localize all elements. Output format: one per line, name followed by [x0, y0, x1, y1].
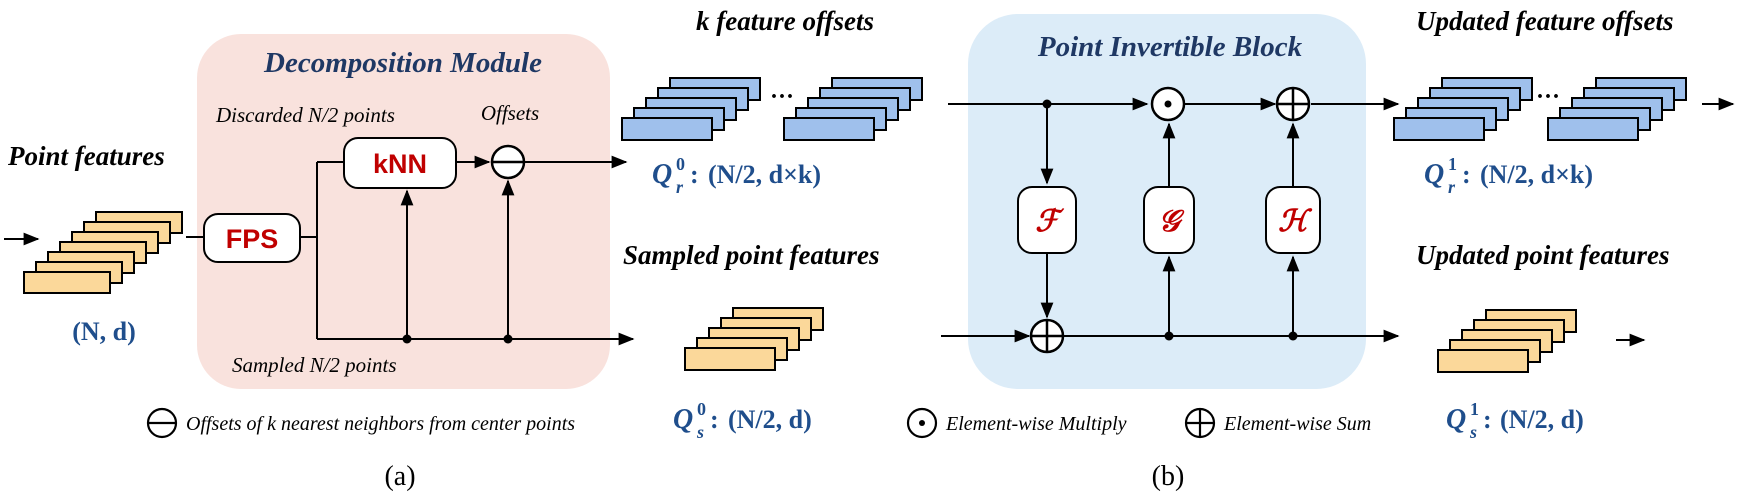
offset-stack-b-left [1393, 77, 1533, 141]
h-function-label: ℋ [1278, 205, 1313, 238]
svg-text:s: s [1469, 422, 1477, 442]
decomposition-module-title: Decomposition Module [263, 47, 542, 79]
caption-b: (b) [1152, 461, 1185, 492]
knn-label: kNN [373, 149, 427, 179]
feature-layer [1437, 349, 1529, 373]
offset-stack-b-right [1547, 77, 1687, 141]
feature-layer [684, 347, 776, 371]
feature-layer [783, 117, 875, 141]
fps-label: FPS [226, 224, 279, 254]
features-dims-b: (N/2, d) [1500, 405, 1584, 434]
svg-text:r: r [1448, 177, 1456, 197]
svg-text:0: 0 [697, 399, 706, 419]
svg-text:r: r [676, 177, 684, 197]
junction-dot [1164, 331, 1174, 341]
feature-stack-b [1437, 309, 1577, 373]
junction-dot [503, 334, 513, 344]
junction-dot [402, 334, 412, 344]
features-dims-a: (N/2, d) [728, 405, 812, 434]
sum-legend-text: Element-wise Sum [1223, 413, 1371, 435]
feature-layer [621, 117, 713, 141]
svg-text:0: 0 [676, 154, 685, 174]
feature-stack-a [684, 307, 824, 371]
ellipsis-b: ··· [1536, 84, 1560, 110]
offsets-dims-b: (N/2, d×k) [1480, 160, 1593, 189]
feature-layer [23, 271, 111, 294]
k-feature-offsets-title: k feature offsets [696, 6, 874, 36]
svg-text::: : [690, 160, 699, 189]
svg-text:1: 1 [1448, 154, 1457, 174]
updated-point-features-title: Updated point features [1416, 240, 1670, 270]
q-s0-label: Q 0 s : [673, 399, 719, 442]
caption-a: (a) [384, 461, 415, 492]
multiply-legend-text: Element-wise Multiply [945, 413, 1127, 435]
svg-text::: : [1483, 405, 1492, 434]
svg-text:Q: Q [673, 404, 693, 435]
updated-feature-offsets-title: Updated feature offsets [1416, 6, 1673, 36]
sampled-point-features-title: Sampled point features [623, 240, 880, 270]
ellipsis-a: ··· [770, 84, 794, 110]
offset-stack-a-right [783, 77, 923, 141]
decomposition-module-background [197, 34, 610, 389]
svg-text:1: 1 [1470, 399, 1479, 419]
svg-text:Q: Q [1424, 159, 1444, 190]
sampled-label: Sampled N/2 points [232, 353, 397, 377]
feature-layer [1547, 117, 1639, 141]
svg-text::: : [710, 405, 719, 434]
invertible-block-title: Point Invertible Block [1037, 31, 1303, 63]
multiply-legend-dot [919, 420, 925, 426]
junction-dot [1288, 331, 1298, 341]
offsets-dims-a: (N/2, d×k) [708, 160, 821, 189]
offset-stack-a-left [621, 77, 761, 141]
discarded-label: Discarded N/2 points [215, 103, 395, 127]
point-features-label: Point features [7, 141, 165, 171]
multiply-operator-dot [1164, 100, 1172, 108]
feature-layer [1393, 117, 1485, 141]
input-dims-label: (N, d) [72, 317, 136, 346]
minus-legend-text: Offsets of k nearest neighbors from cent… [186, 413, 575, 435]
svg-text:s: s [696, 422, 704, 442]
svg-text:Q: Q [1446, 404, 1466, 435]
q-r0-label: Q 0 r : [652, 154, 699, 197]
q-s1-label: Q 1 s : [1446, 399, 1492, 442]
svg-text:Q: Q [652, 159, 672, 190]
input-feature-stack [23, 211, 183, 294]
svg-text::: : [1462, 160, 1471, 189]
offsets-label: Offsets [481, 101, 539, 125]
q-r1-label: Q 1 r : [1424, 154, 1471, 197]
